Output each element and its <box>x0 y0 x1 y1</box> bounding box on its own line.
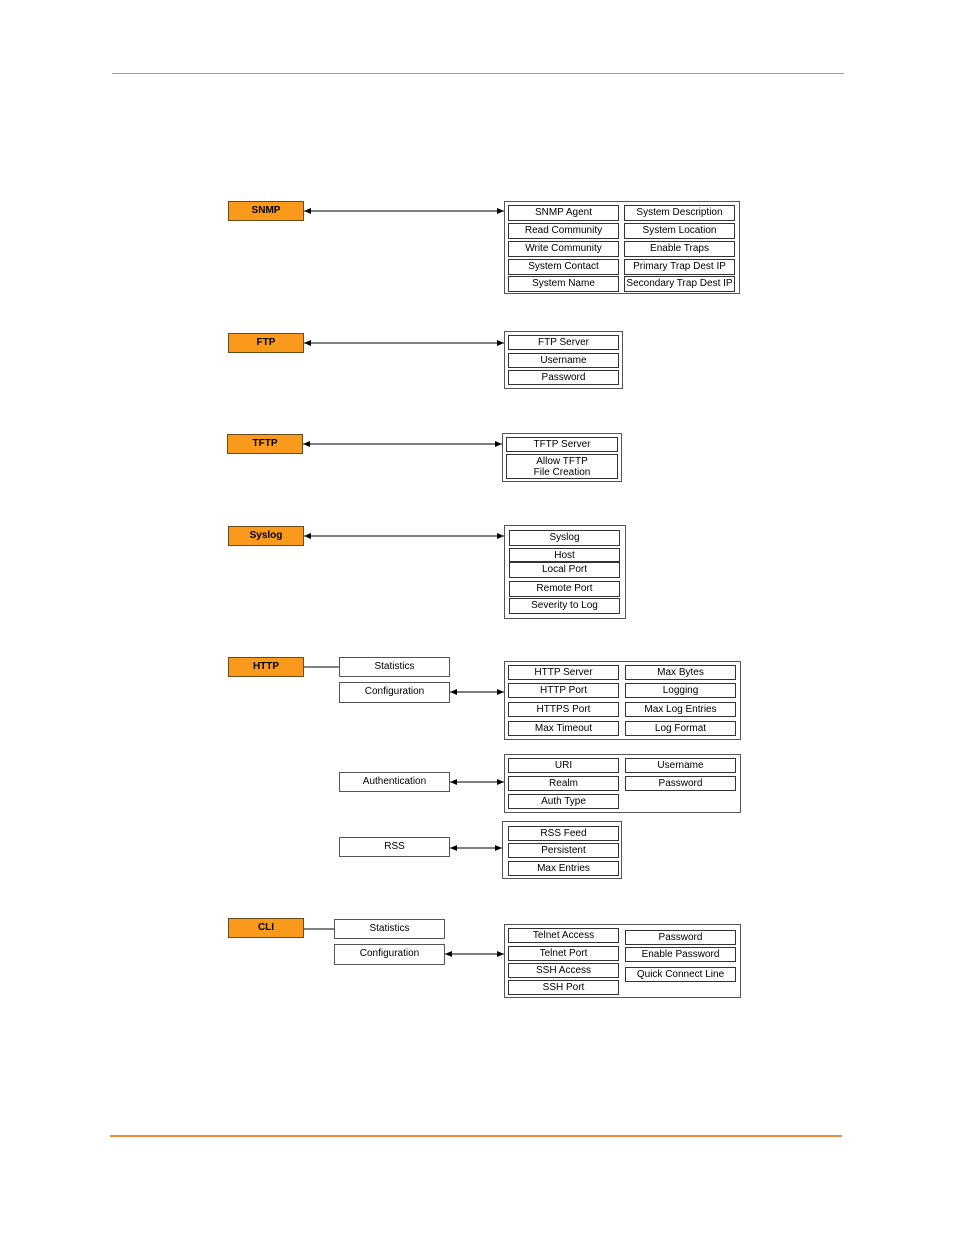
snmp-node: SNMP <box>228 201 304 221</box>
http-configuration-node: Configuration <box>339 682 450 703</box>
syslog-settings-box: Syslog Host Local Port Remote Port Sever… <box>504 525 626 619</box>
snmp-settings-box: SNMP Agent Read Community Write Communit… <box>504 201 740 294</box>
snmp-field: Secondary Trap Dest IP <box>624 276 735 292</box>
cli-configuration-node: Configuration <box>334 944 445 965</box>
http-rss-box: RSS Feed Persistent Max Entries <box>502 821 622 879</box>
tftp-settings-box: TFTP Server Allow TFTP File Creation <box>502 433 622 482</box>
snmp-field: System Location <box>624 223 735 239</box>
syslog-field: Syslog <box>509 530 620 546</box>
cli-statistics-node: Statistics <box>334 919 445 939</box>
http-rss-field: RSS Feed <box>508 826 619 841</box>
http-statistics-node: Statistics <box>339 657 450 677</box>
http-config-field: Logging <box>625 683 736 698</box>
header-rule <box>112 73 844 74</box>
syslog-field: Host <box>509 548 620 562</box>
http-config-field: Max Bytes <box>625 665 736 680</box>
footer-rule <box>110 1135 842 1137</box>
http-config-field: Max Timeout <box>508 721 619 736</box>
snmp-field: SNMP Agent <box>508 205 619 221</box>
cli-node: CLI <box>228 918 304 938</box>
ftp-field: FTP Server <box>508 335 619 350</box>
http-auth-field: Auth Type <box>508 794 619 809</box>
syslog-field: Severity to Log <box>509 598 620 614</box>
http-authentication-node: Authentication <box>339 772 450 792</box>
snmp-field: Primary Trap Dest IP <box>624 259 735 275</box>
cli-config-field: SSH Port <box>508 980 619 995</box>
syslog-field: Remote Port <box>509 581 620 597</box>
http-config-field: HTTP Server <box>508 665 619 680</box>
http-config-field: Log Format <box>625 721 736 736</box>
http-auth-box: URI Realm Auth Type Username Password <box>504 754 741 813</box>
cli-config-field: Telnet Port <box>508 946 619 961</box>
snmp-field: Read Community <box>508 223 619 239</box>
tftp-node: TFTP <box>227 434 303 454</box>
ftp-node: FTP <box>228 333 304 353</box>
ftp-field: Password <box>508 370 619 385</box>
http-auth-field: Password <box>625 776 736 791</box>
http-rss-field: Persistent <box>508 843 619 858</box>
ftp-settings-box: FTP Server Username Password <box>504 331 623 389</box>
cli-config-field: Enable Password <box>625 947 736 962</box>
http-config-field: Max Log Entries <box>625 702 736 717</box>
cli-config-field: Telnet Access <box>508 928 619 943</box>
snmp-field: System Contact <box>508 259 619 275</box>
snmp-field: System Description <box>624 205 735 221</box>
http-rss-node: RSS <box>339 837 450 857</box>
snmp-field: System Name <box>508 276 619 292</box>
http-auth-field: URI <box>508 758 619 773</box>
http-config-field: HTTP Port <box>508 683 619 698</box>
cli-config-field: SSH Access <box>508 963 619 978</box>
http-auth-field: Username <box>625 758 736 773</box>
cli-config-field: Password <box>625 930 736 945</box>
http-rss-field: Max Entries <box>508 861 619 876</box>
http-node: HTTP <box>228 657 304 677</box>
snmp-field: Enable Traps <box>624 241 735 257</box>
snmp-field: Write Community <box>508 241 619 257</box>
http-config-field: HTTPS Port <box>508 702 619 717</box>
syslog-node: Syslog <box>228 526 304 546</box>
syslog-field: Local Port <box>509 562 620 578</box>
tftp-field: TFTP Server <box>506 437 618 452</box>
cli-config-box: Telnet Access Telnet Port SSH Access SSH… <box>504 924 741 998</box>
http-config-box: HTTP Server HTTP Port HTTPS Port Max Tim… <box>504 661 741 740</box>
cli-config-field: Quick Connect Line <box>625 967 736 982</box>
ftp-field: Username <box>508 353 619 368</box>
tftp-field: Allow TFTP File Creation <box>506 454 618 479</box>
http-auth-field: Realm <box>508 776 619 791</box>
